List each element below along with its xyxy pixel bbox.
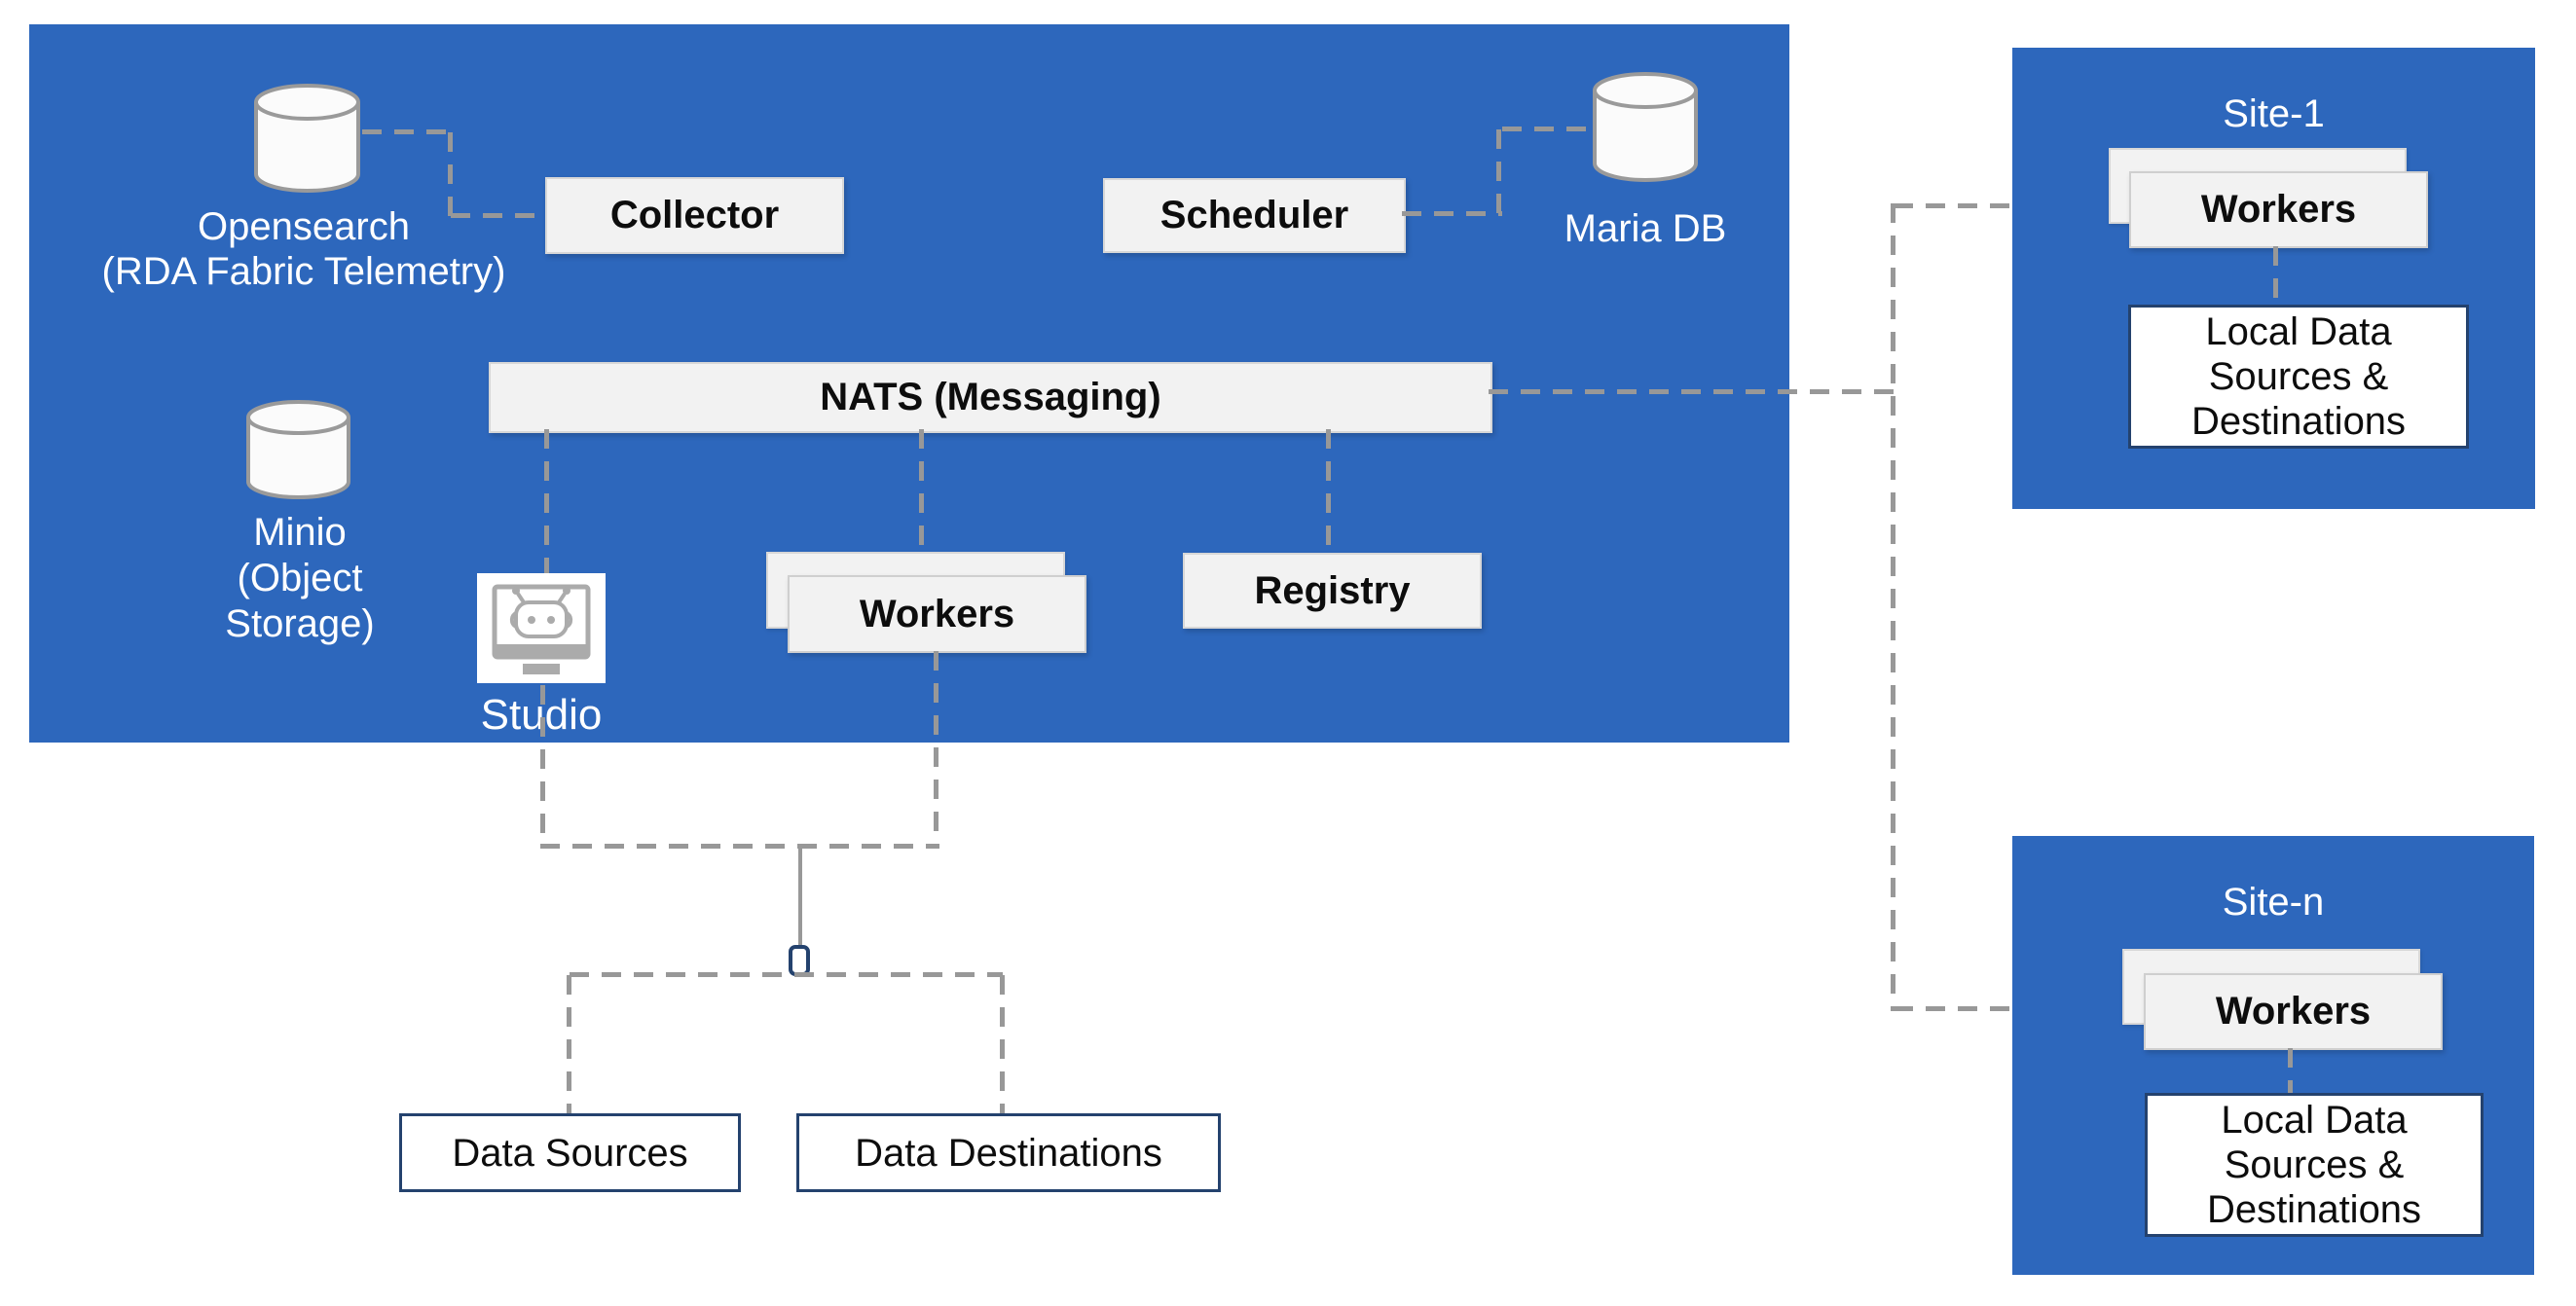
opensearch-label: Opensearch (RDA Fabric Telemetry) [60,204,547,294]
workers-box: Workers [788,575,1086,653]
connector-data-sources-v [567,975,571,1113]
connector-sites-trunk-v [1891,203,1895,1011]
connector-scheduler-mariadb-v [1496,129,1501,214]
site-1-workers-label: Workers [2200,188,2357,231]
connector-site1-workers-local [2273,246,2278,305]
site-1-local-data-box: Local Data Sources & Destinations [2128,305,2469,449]
collector-box: Collector [545,177,844,254]
data-destinations-label: Data Destinations [855,1131,1162,1175]
site-1-local-line1: Local Data [2205,310,2392,353]
opensearch-label-line2: (RDA Fabric Telemetry) [101,250,506,293]
data-sources-box: Data Sources [399,1113,741,1192]
site-n-local-line3: Destinations [2206,1188,2422,1231]
connector-scheduler-mariadb-h2 [1502,127,1591,131]
site-n-title: Site-n [2222,881,2325,924]
connector-studio-down [540,685,545,847]
connector-nats-workers [919,429,924,552]
site-1-title: Site-1 [2223,92,2325,135]
studio-icon [477,573,606,683]
data-destinations-box: Data Destinations [796,1113,1221,1192]
minio-label-line1: Minio [253,511,347,554]
site-n-workers-label: Workers [2215,990,2372,1033]
mariadb-cylinder-icon [1591,70,1700,185]
registry-label: Registry [1254,568,1411,612]
connector-nats-registry [1326,429,1331,553]
connector-opensearch-collector-v [448,132,453,218]
opensearch-cylinder-icon [252,82,362,195]
connector-junction-lower-h [570,972,1003,977]
minio-label-line2: (Object [237,557,363,599]
connector-data-destinations-v [1000,975,1005,1113]
nats-label: NATS (Messaging) [820,376,1161,418]
connector-workers-down [934,651,938,847]
opensearch-label-line1: Opensearch [198,205,410,248]
collector-label: Collector [609,194,780,236]
connector-junction-upper-h [540,844,939,849]
site-1-local-line2: Sources & [2208,355,2389,398]
scheduler-box: Scheduler [1103,178,1406,253]
connector-nats-studio [544,429,549,573]
minio-label-line3: Storage) [225,602,375,645]
connector-to-site1-h [1894,203,2129,208]
workers-label: Workers [859,592,1015,635]
nats-messaging-bar: NATS (Messaging) [489,362,1492,433]
site-n-local-data-box: Local Data Sources & Destinations [2145,1093,2484,1237]
site-n-local-line1: Local Data [2221,1099,2408,1142]
data-sources-label: Data Sources [452,1131,688,1175]
site-n-workers-box: Workers [2144,973,2443,1050]
minio-label: Minio (Object Storage) [154,510,446,647]
scheduler-label: Scheduler [1159,194,1349,236]
registry-box: Registry [1183,553,1482,629]
minio-cylinder-icon [244,399,352,501]
site-1-workers-box: Workers [2129,171,2428,248]
connector-siten-workers-local [2288,1048,2293,1093]
mariadb-label: Maria DB [1564,207,1727,250]
site-n-local-line2: Sources & [2224,1143,2405,1186]
connector-scheduler-mariadb-h1 [1402,211,1502,216]
connector-nats-sites-h [1489,389,1894,394]
connector-opensearch-collector-h2 [451,213,545,218]
site-1-local-line3: Destinations [2190,400,2407,443]
connector-opensearch-collector-h1 [362,129,455,134]
connector-junction-solid-v [798,847,802,947]
